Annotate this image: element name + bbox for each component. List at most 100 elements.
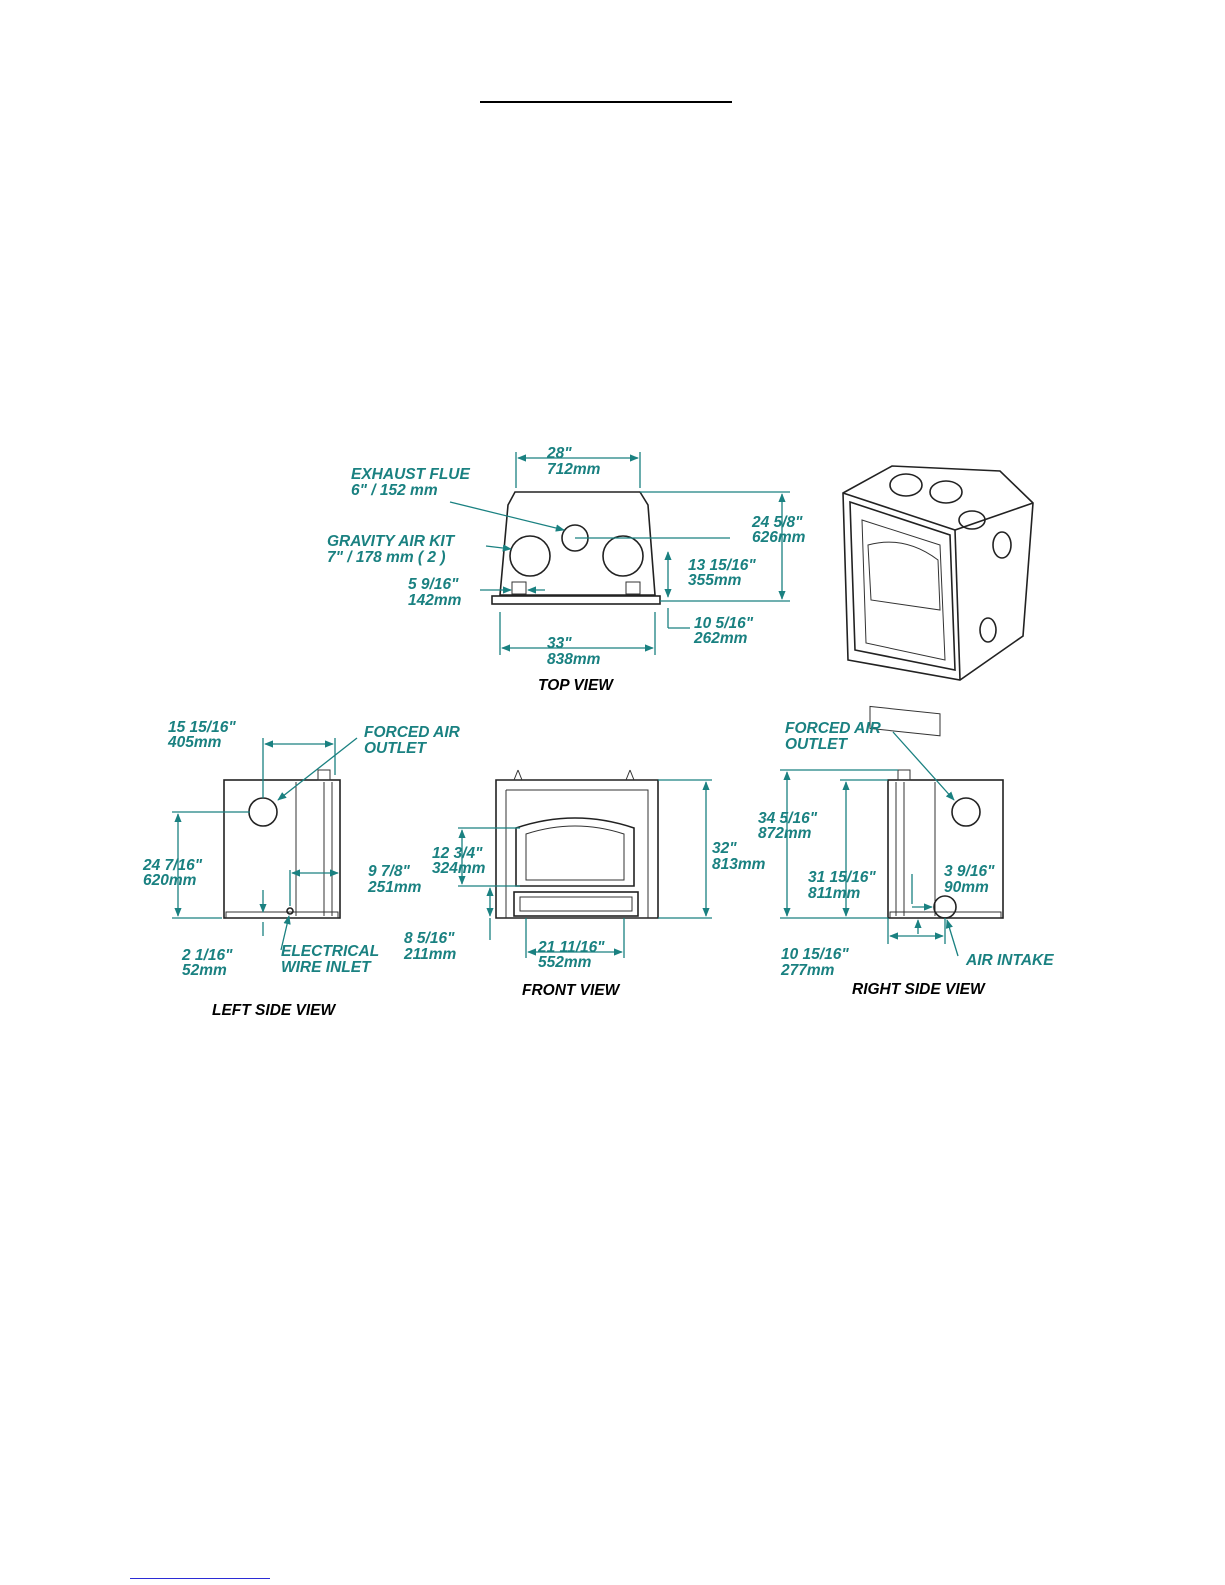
electrical-label-l1: ELECTRICAL [281,943,379,960]
front-view-grille-inner [519,896,633,912]
forced-air-outlet-circle-right [951,797,981,827]
overall-height-mm: 813mm [712,856,766,873]
right-outlet-height-in: 31 15/16" [808,869,876,886]
forced-air-outlet-label-r2: OUTLET [785,736,849,753]
outlet-offset-mm: 405mm [167,734,222,751]
outlet-height-mm: 620mm [143,872,197,889]
offset-front-mm: 262mm [693,630,748,647]
front-view-door [515,817,635,887]
overall-height-in: 32" [712,840,737,857]
iso-top-hole-3 [958,510,986,530]
bottom-width-in: 33" [547,635,572,652]
isometric-view [842,465,1034,737]
top-view-foot-right [625,581,641,595]
forced-air-outlet-label-l1: FORCED AIR [364,724,461,741]
right-side-view: FORCED AIR OUTLET 34 5/16" 872mm 31 15/1… [758,720,1054,998]
iso-top-hole-2 [929,480,963,504]
wire-inlet-circle [286,907,294,915]
front-view: 12 3/4" 324mm 32" 813mm 8 5/16" 211mm 21… [403,769,766,999]
iso-front-inner [861,519,946,661]
leader-line [280,915,291,951]
right-side-top-collar [897,769,911,781]
gravity-air-kit-label: GRAVITY AIR KIT [327,533,456,550]
forced-air-outlet-label-r1: FORCED AIR [785,720,882,737]
front-view-glass [525,825,625,881]
air-intake-circle [933,895,957,919]
wire-offset-in: 9 7/8" [368,863,410,880]
left-side-view: 15 15/16" 405mm FORCED AIR OUTLET 24 7/1… [142,719,461,1019]
electrical-label-l2: WIRE INLET [281,959,372,976]
front-view-inner-frame [505,789,649,918]
iso-outline [842,465,1034,681]
iso-side-hole [992,531,1012,559]
base-height-mm: 211mm [403,946,456,963]
leader-line [449,501,565,532]
front-view-title: FRONT VIEW [522,982,621,999]
exhaust-flue-label: EXHAUST FLUE [351,466,471,483]
intake-offset-in: 10 15/16" [781,946,849,963]
exhaust-flue-size: 6" / 152 mm [351,482,438,499]
front-view-grille [513,891,639,917]
opening-width-mm: 552mm [538,954,592,971]
opening-width-in: 21 11/16" [537,939,605,956]
iso-front-frame [849,500,956,671]
offset-left-in: 5 9/16" [408,576,459,593]
top-width-in: 28" [546,445,572,462]
intake-height-mm: 90mm [944,879,989,896]
depth-mm: 626mm [752,529,806,546]
right-overall-height-in: 34 5/16" [758,810,818,827]
depth-in: 24 5/8" [751,514,803,531]
top-view: EXHAUST FLUE 6" / 152 mm GRAVITY AIR KIT… [327,445,806,694]
gravity-air-circle-right [602,535,644,577]
footer-link-underline[interactable] [130,1578,270,1579]
heading-underline [480,101,732,103]
offset-left-mm: 142mm [408,592,462,609]
iso-corner [954,529,961,681]
leader-line [485,544,512,552]
center-depth-mm: 355mm [688,572,742,589]
opening-height-mm: 324mm [432,860,486,877]
right-side-view-title: RIGHT SIDE VIEW [852,981,986,998]
top-view-foot-left [511,581,527,595]
iso-top-hole-1 [889,473,923,497]
left-side-top-collar [317,769,331,781]
outlet-offset-in: 15 15/16" [168,719,236,736]
bottom-width-mm: 838mm [547,651,601,668]
iso-grille [869,705,941,737]
wire-height-in: 2 1/16" [181,947,233,964]
outlet-height-in: 24 7/16" [142,857,203,874]
top-view-title: TOP VIEW [538,677,614,694]
intake-offset-mm: 277mm [780,962,835,979]
leader-line [892,731,955,801]
wire-height-mm: 52mm [182,962,227,979]
leader-line [277,737,358,801]
front-view-horns [513,769,635,781]
left-side-view-title: LEFT SIDE VIEW [212,1002,337,1019]
right-side-base [889,911,1002,919]
top-view-body [499,491,656,596]
air-intake-label: AIR INTAKE [965,952,1054,969]
wire-offset-mm: 251mm [367,879,422,896]
top-width-mm: 712mm [547,461,601,478]
leader-line [945,919,959,957]
forced-air-outlet-label-l2: OUTLET [364,740,428,757]
opening-height-in: 12 3/4" [432,845,483,862]
right-side-body [887,779,1004,919]
gravity-air-circle-left [509,535,551,577]
forced-air-outlet-circle-left [248,797,278,827]
right-overall-height-mm: 872mm [758,825,812,842]
gravity-air-kit-size: 7" / 178 mm ( 2 ) [327,549,445,566]
center-depth-in: 13 15/16" [688,557,756,574]
top-view-front-lip [491,595,661,605]
right-outlet-height-mm: 811mm [808,885,860,902]
offset-front-in: 10 5/16" [694,615,754,632]
iso-glass [867,541,941,611]
iso-side-intake [979,617,997,643]
intake-height-in: 3 9/16" [944,863,995,880]
iso-top-edge [842,492,1034,531]
left-side-body [223,779,341,919]
base-height-in: 8 5/16" [404,930,455,947]
left-side-base [225,911,339,919]
